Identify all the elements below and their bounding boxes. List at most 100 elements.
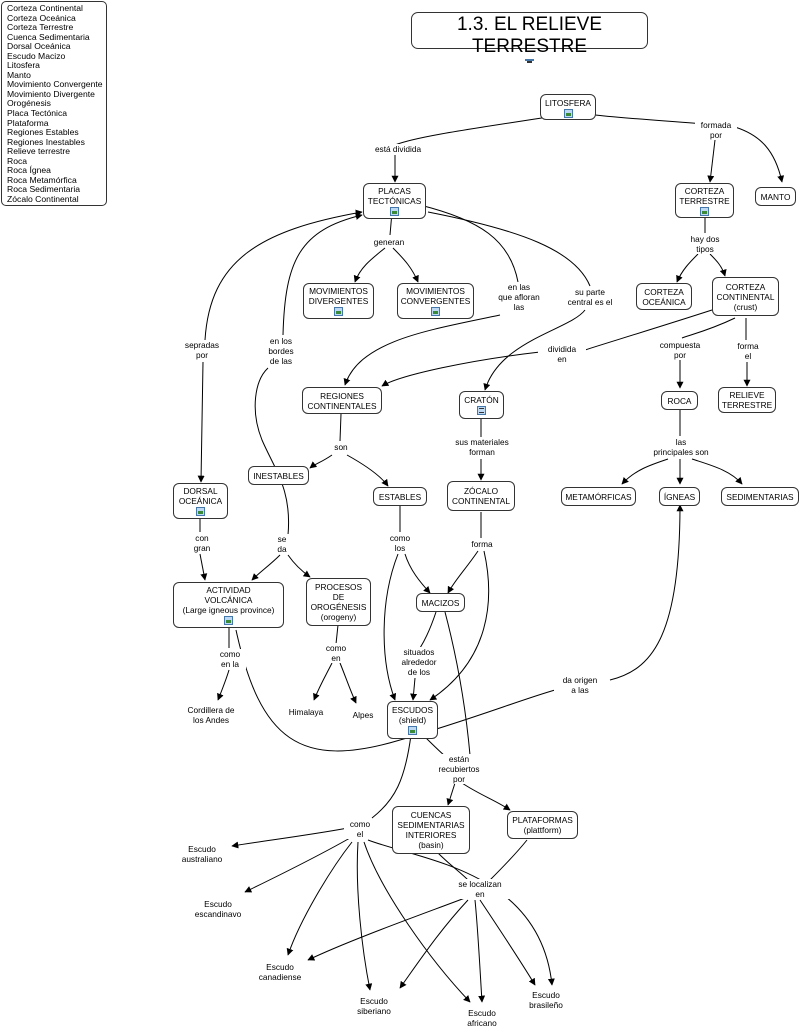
edge (691, 458, 743, 485)
concept-roca[interactable]: ROCA (661, 391, 698, 410)
image-resource-icon[interactable] (334, 307, 343, 316)
edge (287, 554, 311, 578)
text-document-icon[interactable] (525, 59, 534, 63)
legend-item: Plataforma (7, 117, 49, 128)
concept-himalaya[interactable]: Himalaya (288, 707, 324, 717)
edge (251, 554, 281, 581)
edge (254, 367, 290, 536)
image-resource-icon[interactable] (390, 207, 399, 216)
edge (621, 458, 669, 485)
edge (429, 550, 490, 701)
link-son[interactable]: son (328, 442, 354, 452)
image-resource-icon[interactable] (408, 726, 417, 735)
concept-litosfera[interactable]: LITOSFERA (540, 94, 596, 120)
concept-plataformas[interactable]: PLATAFORMAS(plattform) (507, 811, 578, 839)
image-resource-icon[interactable] (563, 109, 573, 118)
link-esta-dividida[interactable]: está dividida (368, 144, 428, 154)
concept-label: ROCA (667, 395, 692, 406)
image-resource-icon[interactable] (196, 507, 205, 516)
image-resource-icon[interactable] (700, 206, 709, 216)
link-forma[interactable]: forma (466, 539, 498, 549)
edge (444, 611, 471, 756)
edge (483, 309, 586, 391)
concept-escudos[interactable]: ESCUDOS(shield) (387, 701, 438, 739)
concept-alpes[interactable]: Alpes (352, 710, 374, 720)
edge (244, 837, 351, 893)
concept-label: LITOSFERA (545, 98, 591, 108)
concept-label: METAMÓRFICAS (565, 491, 632, 502)
legend-item: Relieve terrestre (7, 146, 71, 157)
link-generan[interactable]: generan (368, 237, 410, 247)
concept-sedimentarias[interactable]: SEDIMENTARIAS (721, 487, 799, 506)
legend-item: Regiones Estables (7, 127, 79, 138)
edge (353, 247, 386, 283)
concept-inestables[interactable]: INESTABLES (248, 466, 309, 485)
image-resource-icon[interactable] (224, 616, 233, 625)
concept-manto[interactable]: MANTO (755, 187, 796, 206)
concept-label: INESTABLES (253, 470, 304, 481)
image-resource-icon[interactable] (431, 307, 440, 316)
text-document-icon[interactable] (477, 406, 486, 415)
edge (313, 662, 333, 701)
edge (307, 897, 466, 961)
edge (394, 114, 561, 146)
edge (363, 841, 471, 1003)
concept-igneas[interactable]: ÍGNEAS (659, 487, 700, 506)
edge (235, 629, 556, 752)
concept-metamorficas[interactable]: METAMÓRFICAS (561, 487, 636, 506)
concept-estables[interactable]: ESTABLES (373, 487, 427, 506)
concept-craton[interactable]: CRATÓN (459, 391, 504, 419)
legend-item: Roca Ígnea (7, 165, 51, 176)
edge (399, 899, 469, 989)
edge (392, 247, 419, 283)
edge (343, 314, 501, 386)
edge (461, 782, 511, 811)
edge (446, 782, 456, 806)
concept-macizos[interactable]: MACIZOS (416, 593, 465, 612)
map-title[interactable]: 1.3. EL RELIEVE TERRESTRE (411, 12, 648, 63)
